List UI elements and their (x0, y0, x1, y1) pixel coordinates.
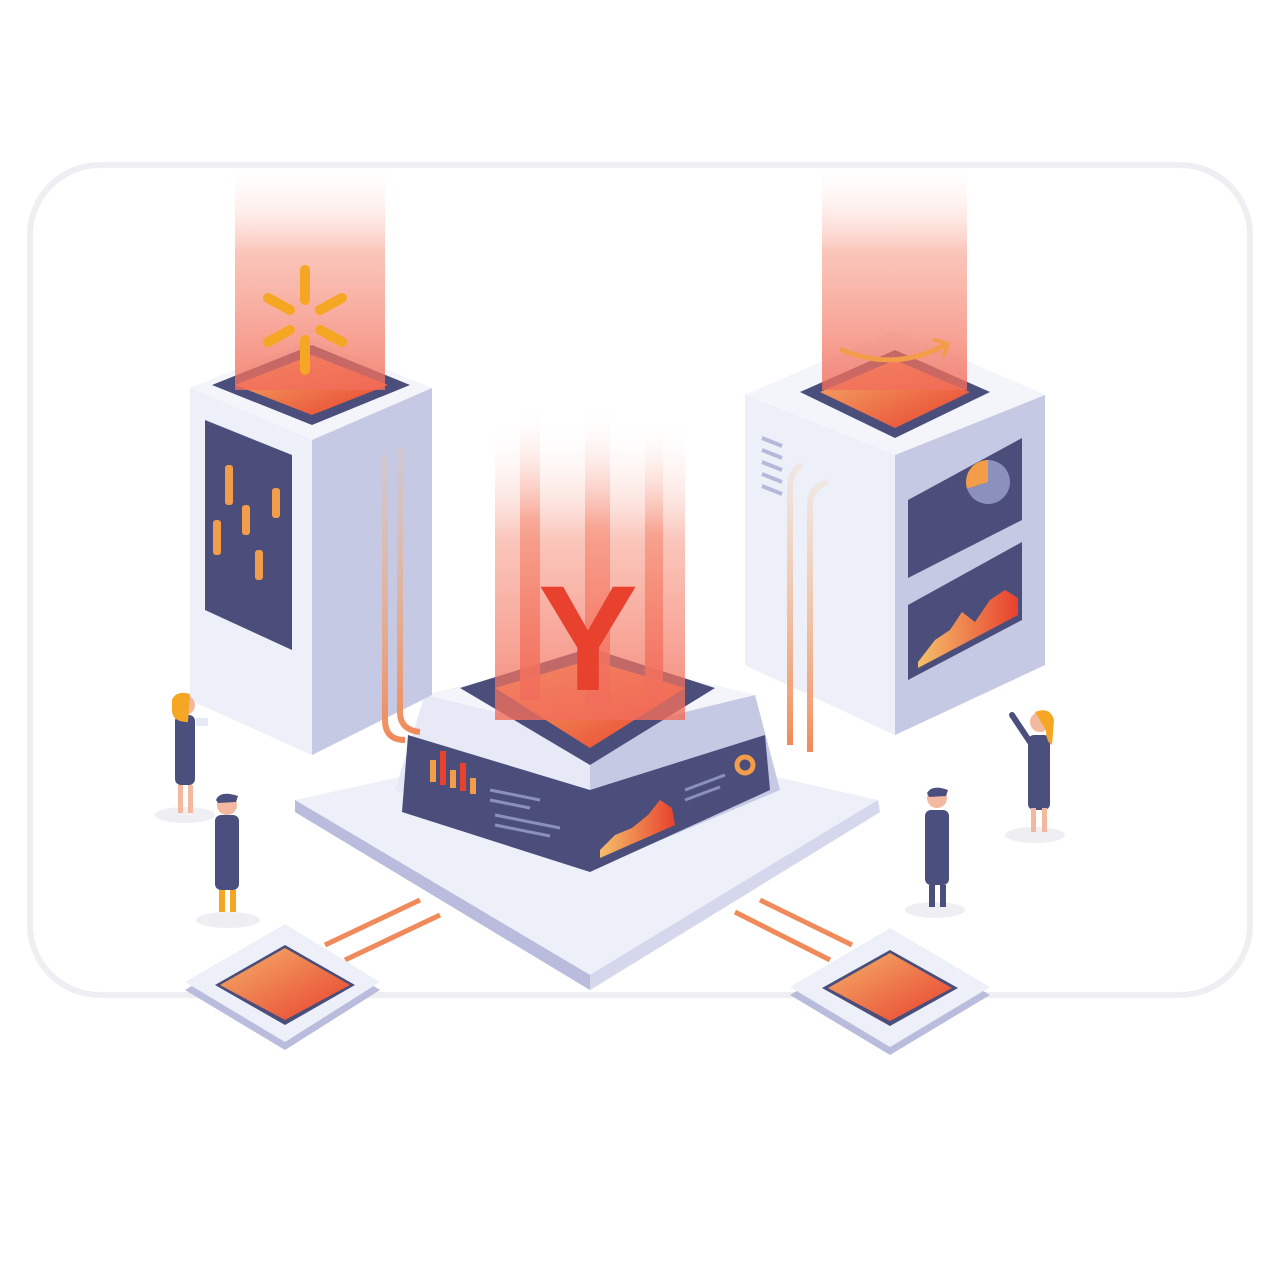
pipe (382, 455, 406, 743)
area-chart (600, 800, 675, 858)
bar (430, 760, 436, 782)
chip-left (185, 924, 380, 1050)
bar (450, 770, 456, 788)
bar (440, 751, 446, 785)
center-logo: Y (538, 554, 638, 722)
bar (460, 763, 466, 791)
central-glow: Y (495, 400, 685, 722)
area-chart-right (918, 590, 1018, 668)
right-server (745, 160, 1045, 752)
chip-right (790, 928, 990, 1055)
pie-chart (966, 460, 1010, 504)
bar-chart-panel (402, 735, 590, 872)
pie-slice (967, 460, 1010, 504)
left-server (190, 160, 432, 755)
person-man-left (196, 793, 260, 928)
connector-left (323, 897, 442, 963)
rack-lights (213, 465, 280, 580)
bar (470, 778, 476, 794)
person-man-right (905, 787, 965, 918)
person-woman-left (155, 692, 215, 823)
donut-chart (734, 754, 756, 776)
amazon-smile-icon (839, 342, 948, 363)
person-woman-right (1005, 710, 1065, 843)
pie-slice (966, 460, 988, 489)
connector-right (733, 897, 854, 963)
walmart-spark-icon (263, 265, 347, 375)
text-lines (489, 773, 726, 838)
bar-chart (430, 751, 476, 794)
vent (761, 436, 783, 496)
